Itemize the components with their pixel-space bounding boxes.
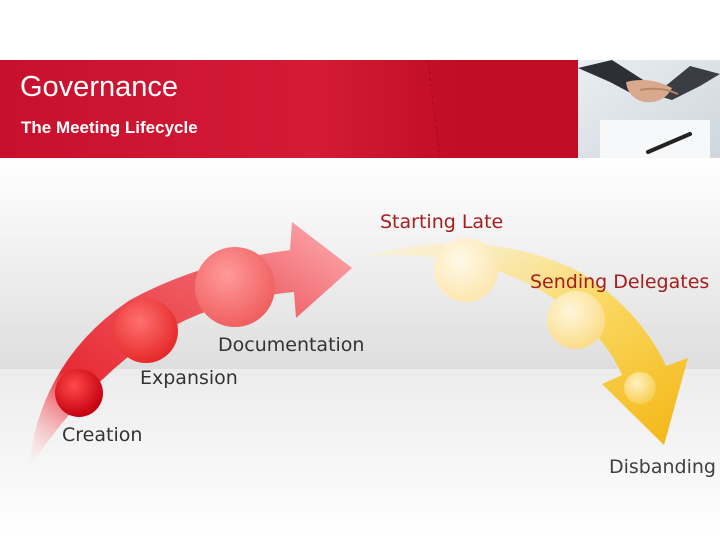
sending-delegates-node [547, 291, 605, 349]
stage-label-starting-late: Starting Late [380, 211, 504, 233]
documentation-node [195, 247, 275, 327]
disbanding-node [624, 372, 656, 404]
stage-label-creation: Creation [62, 424, 143, 446]
stage-label-disbanding: Disbanding [609, 456, 716, 478]
creation-node [55, 369, 103, 417]
descending-arrow [365, 243, 688, 445]
page-title: Governance [20, 71, 178, 103]
handshake-photo [578, 60, 720, 158]
stage-label-documentation: Documentation [218, 334, 365, 356]
stage-label-expansion: Expansion [140, 367, 238, 389]
starting-late-node [434, 238, 498, 302]
page-subtitle: The Meeting Lifecycle [21, 118, 198, 137]
header-banner [0, 60, 720, 158]
stage-label-sending-delegates: Sending Delegates [530, 271, 710, 293]
expansion-node [114, 299, 178, 363]
